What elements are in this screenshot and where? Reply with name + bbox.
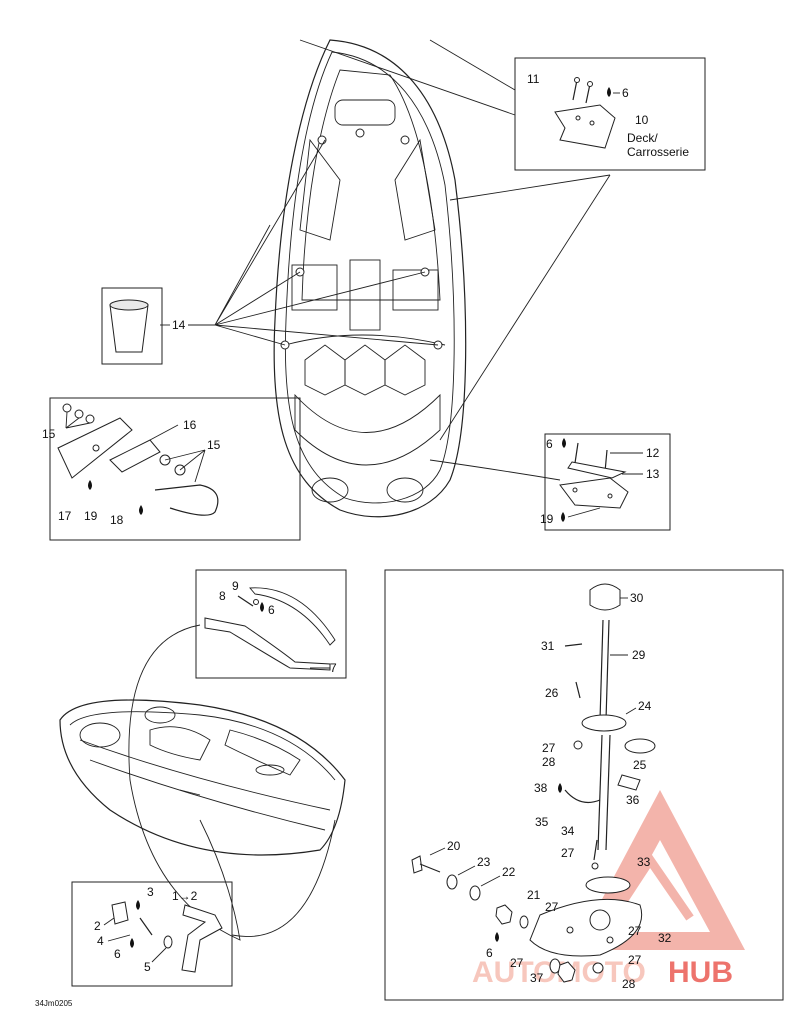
callout-27-b: 27 (561, 846, 575, 860)
callout-6-latch: 6 (114, 947, 121, 961)
cap-30 (589, 583, 621, 611)
callout-15-left: 15 (42, 427, 56, 441)
base-plate-32 (529, 898, 642, 957)
callout-25: 25 (633, 758, 647, 772)
screw-11 (572, 77, 593, 104)
callout-29: 29 (632, 648, 646, 662)
lever-35 (564, 789, 601, 803)
callout-20: 20 (447, 839, 461, 853)
adhesive-drop-icon (495, 932, 499, 942)
grab-handle-7 (204, 617, 331, 671)
callout-27-d: 27 (628, 924, 642, 938)
plate-16 (109, 439, 161, 473)
u-bolt (154, 484, 219, 516)
callout-19-left: 19 (84, 509, 98, 523)
callout-17: 17 (58, 509, 72, 523)
callout-10: 10 (635, 113, 649, 127)
callout-28-b: 28 (622, 977, 636, 991)
callout-3: 3 (147, 885, 154, 899)
bolt-20 (411, 855, 423, 874)
boat-side-view (59, 624, 346, 941)
callout-27-a: 27 (542, 741, 556, 755)
spacer-13 (567, 461, 627, 479)
detail-box-latch: 2 3 4 6 5 1→2 (71, 819, 336, 987)
flange-24 (581, 714, 627, 732)
clip-36 (617, 774, 641, 791)
callout-16: 16 (183, 418, 197, 432)
callout-38: 38 (534, 781, 548, 795)
callout-27-f: 27 (628, 953, 642, 967)
callout-6-handle: 6 (268, 603, 275, 617)
deck-top-view (214, 39, 611, 518)
hinge-10 (554, 104, 616, 149)
callout-23: 23 (477, 855, 491, 869)
knob-2 (111, 901, 129, 925)
callout-14: 14 (172, 318, 186, 332)
callout-4: 4 (97, 934, 104, 948)
callout-18: 18 (110, 513, 124, 527)
callout-9: 9 (232, 579, 239, 593)
adhesive-drop-icon (561, 512, 565, 522)
cup-holder-14 (109, 304, 149, 353)
adhesive-drop-icon (139, 505, 143, 515)
callout-5: 5 (144, 960, 151, 974)
adhesive-drop-icon (136, 900, 140, 910)
callout-26: 26 (545, 686, 559, 700)
callout-6-bracket: 6 (546, 437, 553, 451)
adhesive-drop-icon (607, 87, 611, 97)
callout-33: 33 (637, 855, 651, 869)
callout-37: 37 (530, 971, 544, 985)
callout-36: 36 (626, 793, 640, 807)
washer-22 (469, 885, 481, 901)
detail-box-tow-eye: 15 16 15 17 19 18 (42, 397, 301, 541)
latch-lever (181, 904, 223, 973)
detail-box-cup-holder: 14 (101, 287, 215, 365)
plate-25 (624, 738, 656, 754)
callout-27-e: 27 (510, 956, 524, 970)
figure-code: 34Jm0205 (35, 999, 73, 1008)
callout-19-right: 19 (540, 512, 554, 526)
callout-22: 22 (502, 865, 516, 879)
callout-8: 8 (219, 589, 226, 603)
washer-23 (446, 874, 458, 890)
callout-2: 2 (94, 919, 101, 933)
callout-13: 13 (646, 467, 660, 481)
collar-33 (585, 876, 631, 894)
callout-12: 12 (646, 446, 660, 460)
nut-21 (495, 904, 513, 925)
callout-28-a: 28 (542, 755, 556, 769)
adhesive-drop-icon (558, 783, 562, 793)
callout-15-right: 15 (207, 438, 221, 452)
callout-31: 31 (541, 639, 555, 653)
adhesive-drop-icon (562, 438, 566, 448)
callout-11: 11 (527, 72, 540, 86)
callout-7: 7 (330, 661, 337, 675)
detail-box-grab-handle: 9 8 6 7 (195, 569, 347, 679)
deck-label: Deck/ (627, 131, 658, 145)
nut-37 (557, 961, 576, 983)
detail-box-bracket: 6 12 13 19 (540, 433, 671, 531)
carrosserie-label: Carrosserie (627, 145, 689, 159)
watermark-text-hub: HUB (668, 956, 733, 989)
callout-21: 21 (527, 888, 541, 902)
callout-35: 35 (535, 815, 549, 829)
adhesive-drop-icon (130, 938, 134, 948)
callout-34: 34 (561, 824, 575, 838)
detail-box-seat-post: 30 29 31 26 24 25 27 28 36 38 35 34 27 (384, 569, 784, 1001)
callout-6-hinge: 6 (622, 86, 629, 100)
callout-6-seat: 6 (486, 946, 493, 960)
callout-1-to-2: 1→2 (172, 889, 198, 903)
callout-32: 32 (658, 931, 672, 945)
callout-24: 24 (638, 699, 652, 713)
callout-30: 30 (630, 591, 644, 605)
adhesive-drop-icon (260, 602, 264, 612)
callout-27-c: 27 (545, 900, 559, 914)
bracket-plate (559, 477, 629, 509)
detail-box-hinge: 11 6 10 Deck/ Carrosserie (514, 57, 706, 171)
adhesive-drop-icon (88, 480, 92, 490)
